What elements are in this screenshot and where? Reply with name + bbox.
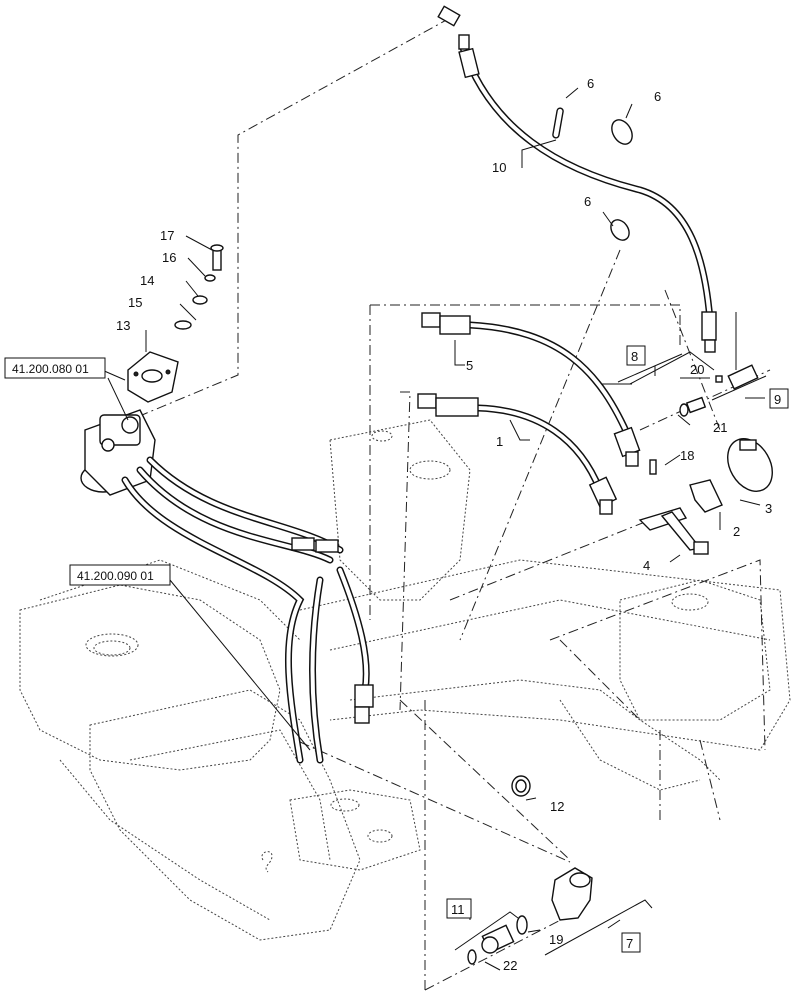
fitting-11 [481,924,515,954]
callout-3: 3 [765,501,772,516]
assembly-lines [129,17,771,991]
svg-text:9: 9 [774,392,781,407]
svg-text:7: 7 [626,936,633,951]
elbow-fitting-7 [551,867,593,921]
tee-fitting-4 [638,507,709,555]
boxed-callout-7: 7 [621,932,641,953]
hose-5 [421,312,641,467]
cap-12 [511,775,531,797]
callout-leaders [101,87,767,971]
callout-1: 1 [496,434,503,449]
callout-18: 18 [680,448,694,463]
callout-16: 16 [162,250,176,265]
hose-10 [437,5,717,353]
callout-6-a: 6 [587,76,594,91]
callout-19: 19 [549,932,563,947]
valve-mount-plate-13 [127,351,179,403]
callout-22: 22 [503,958,517,973]
washers-14-15-16 [174,274,216,330]
callout-17: 17 [160,228,174,243]
callout-5: 5 [466,358,473,373]
boxed-callout-8: 8 [626,345,646,366]
bolt-17 [210,244,224,271]
hose-1 [417,393,618,515]
callout-12: 12 [550,799,564,814]
callout-20: 20 [690,362,704,377]
callout-6-c: 6 [584,194,591,209]
callout-21: 21 [713,420,727,435]
clamp-ring-6-mid [610,219,630,241]
tie-pin-6 [552,107,564,139]
reference-box-41-200-090-01: 41.200.090 01 [69,564,171,586]
boxed-callout-9: 9 [769,388,789,409]
clamp-3 [727,438,773,492]
seal-18 [649,459,657,475]
adapter-20 [715,364,759,390]
o-ring-22 [467,949,477,965]
callout-4: 4 [643,558,650,573]
callout-10: 10 [492,160,506,175]
bracket-2 [689,479,723,513]
callout-13: 13 [116,318,130,333]
boxed-callout-11: 11 [446,898,472,919]
callout-numbers: 17 16 14 15 13 10 6 6 6 5 1 20 21 18 3 2… [116,76,772,973]
hose-bundle [121,456,374,764]
reference-box-41-200-080-01: 41.200.080 01 [4,357,106,379]
svg-text:11: 11 [451,902,465,917]
callout-15: 15 [128,295,142,310]
front-axle-frame [19,419,791,941]
callout-2: 2 [733,524,740,539]
svg-text:41.200.090 01: 41.200.090 01 [77,569,154,583]
fitting-21 [679,396,707,417]
svg-text:41.200.080 01: 41.200.080 01 [12,362,89,376]
callout-14: 14 [140,273,154,288]
callout-6-b: 6 [654,89,661,104]
clamp-ring-6-top [611,119,633,145]
steering-valve [80,409,156,496]
o-ring-19 [516,915,528,935]
svg-text:8: 8 [631,349,638,364]
